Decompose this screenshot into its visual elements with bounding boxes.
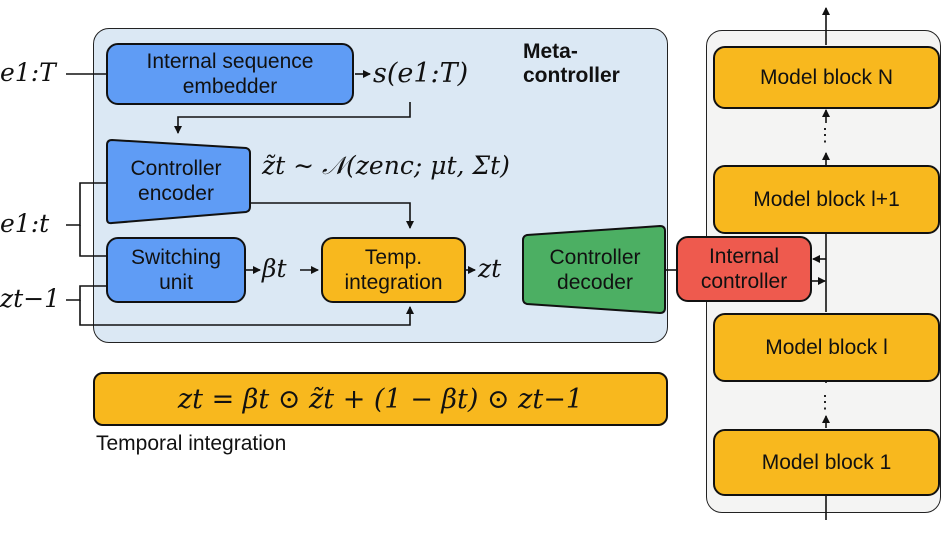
input-z-prev: zt−1 xyxy=(0,284,61,313)
internal-sequence-embedder: Internal sequence embedder xyxy=(106,43,354,105)
model-block-l-plus-1: Model block l+1 xyxy=(713,165,940,234)
internal-controller: Internal controller xyxy=(676,236,812,302)
controller-decoder-shape xyxy=(522,224,666,315)
model-block-l: Model block l xyxy=(713,313,940,382)
ellipsis-bottom: ⋮ xyxy=(816,392,834,412)
integration-formula: zt = βt ⊙ z̃t + (1 − βt) ⊙ zt−1 xyxy=(93,372,668,426)
embedding-label: s(e1:T) xyxy=(373,58,469,89)
model-block-n: Model block N xyxy=(713,46,940,109)
wire-e-partial xyxy=(66,182,106,226)
temporal-integration-block: Temp. integration xyxy=(321,237,466,303)
wire-z-prev-switch xyxy=(66,285,106,301)
switching-unit: Switching unit xyxy=(106,237,246,303)
z-output-label: zt xyxy=(478,254,502,283)
controller-encoder: Controller encoder xyxy=(130,157,222,205)
meta-controller-title: Meta- controller xyxy=(523,40,620,87)
formula-caption: Temporal integration xyxy=(96,432,287,455)
ellipsis-top: ⋮ xyxy=(816,125,834,145)
input-e-partial: e1:t xyxy=(0,209,50,238)
beta-label: βt xyxy=(262,254,287,283)
controller-encoder-shape xyxy=(106,138,251,225)
input-e-full: e1:T xyxy=(0,58,56,87)
controller-decoder: Controller decoder xyxy=(549,246,641,294)
wire-sample xyxy=(248,202,414,229)
wire-embedding-to-encoder xyxy=(174,102,411,134)
wire-e-partial-switch xyxy=(79,225,106,257)
model-block-1: Model block 1 xyxy=(713,429,940,496)
wire-z-prev-integration xyxy=(79,300,414,326)
latent-sample-label: z̃t ∼ 𝒩(zenc; μt, Σt) xyxy=(262,151,510,180)
